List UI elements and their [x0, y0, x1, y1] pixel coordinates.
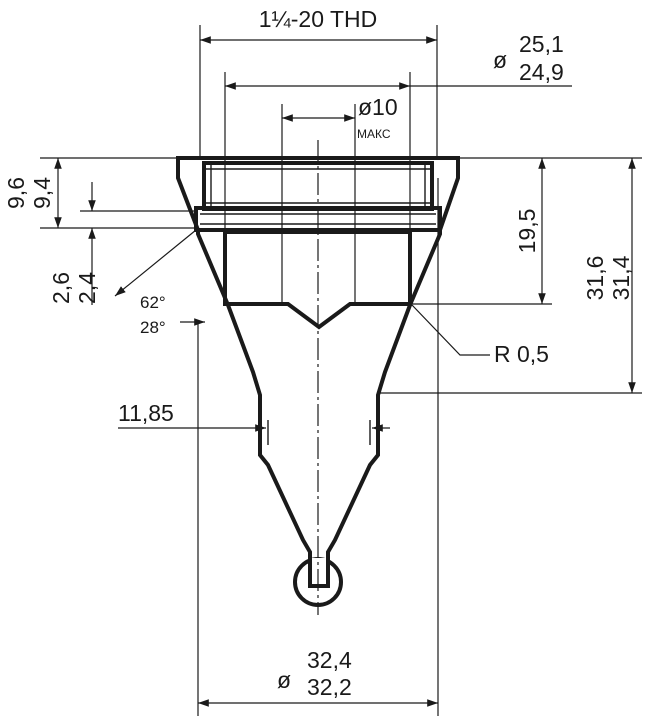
groove-dim: 11,85 [118, 400, 174, 426]
bore-note: МАКС [357, 127, 391, 141]
outer-dia-max: 25,1 [519, 31, 564, 57]
bottom-dia-min: 32,2 [307, 674, 352, 700]
bore-cavity [223, 230, 412, 330]
depth-dim: 19,5 [514, 209, 540, 254]
angle-lower: 28° [140, 318, 166, 337]
bottom-dia-symbol: ø [277, 667, 291, 693]
outer-dia-symbol: ø [493, 47, 507, 73]
outer-dia-min: 24,9 [519, 59, 564, 85]
bore-label: ø10 [358, 94, 398, 120]
thread-label: 1¼-20 THD [259, 6, 377, 32]
height-min: 31,4 [608, 255, 634, 300]
angle-upper: 62° [140, 293, 166, 312]
left-dim-outer-max: 9,6 [3, 177, 29, 209]
left-dim-lower-max: 2,6 [48, 272, 74, 304]
left-dim-lower-min: 2,4 [74, 272, 100, 304]
extension-lines [40, 25, 642, 716]
height-max: 31,6 [582, 256, 608, 301]
dimension-lines [54, 36, 636, 707]
bottom-dia-max: 32,4 [307, 647, 352, 673]
radius-label: R 0,5 [494, 341, 549, 367]
left-dim-outer-min: 9,4 [29, 177, 55, 209]
dimension-labels: 1¼-20 THD ø 25,1 24,9 ø10 МАКС 9,6 9,4 2… [3, 6, 634, 700]
